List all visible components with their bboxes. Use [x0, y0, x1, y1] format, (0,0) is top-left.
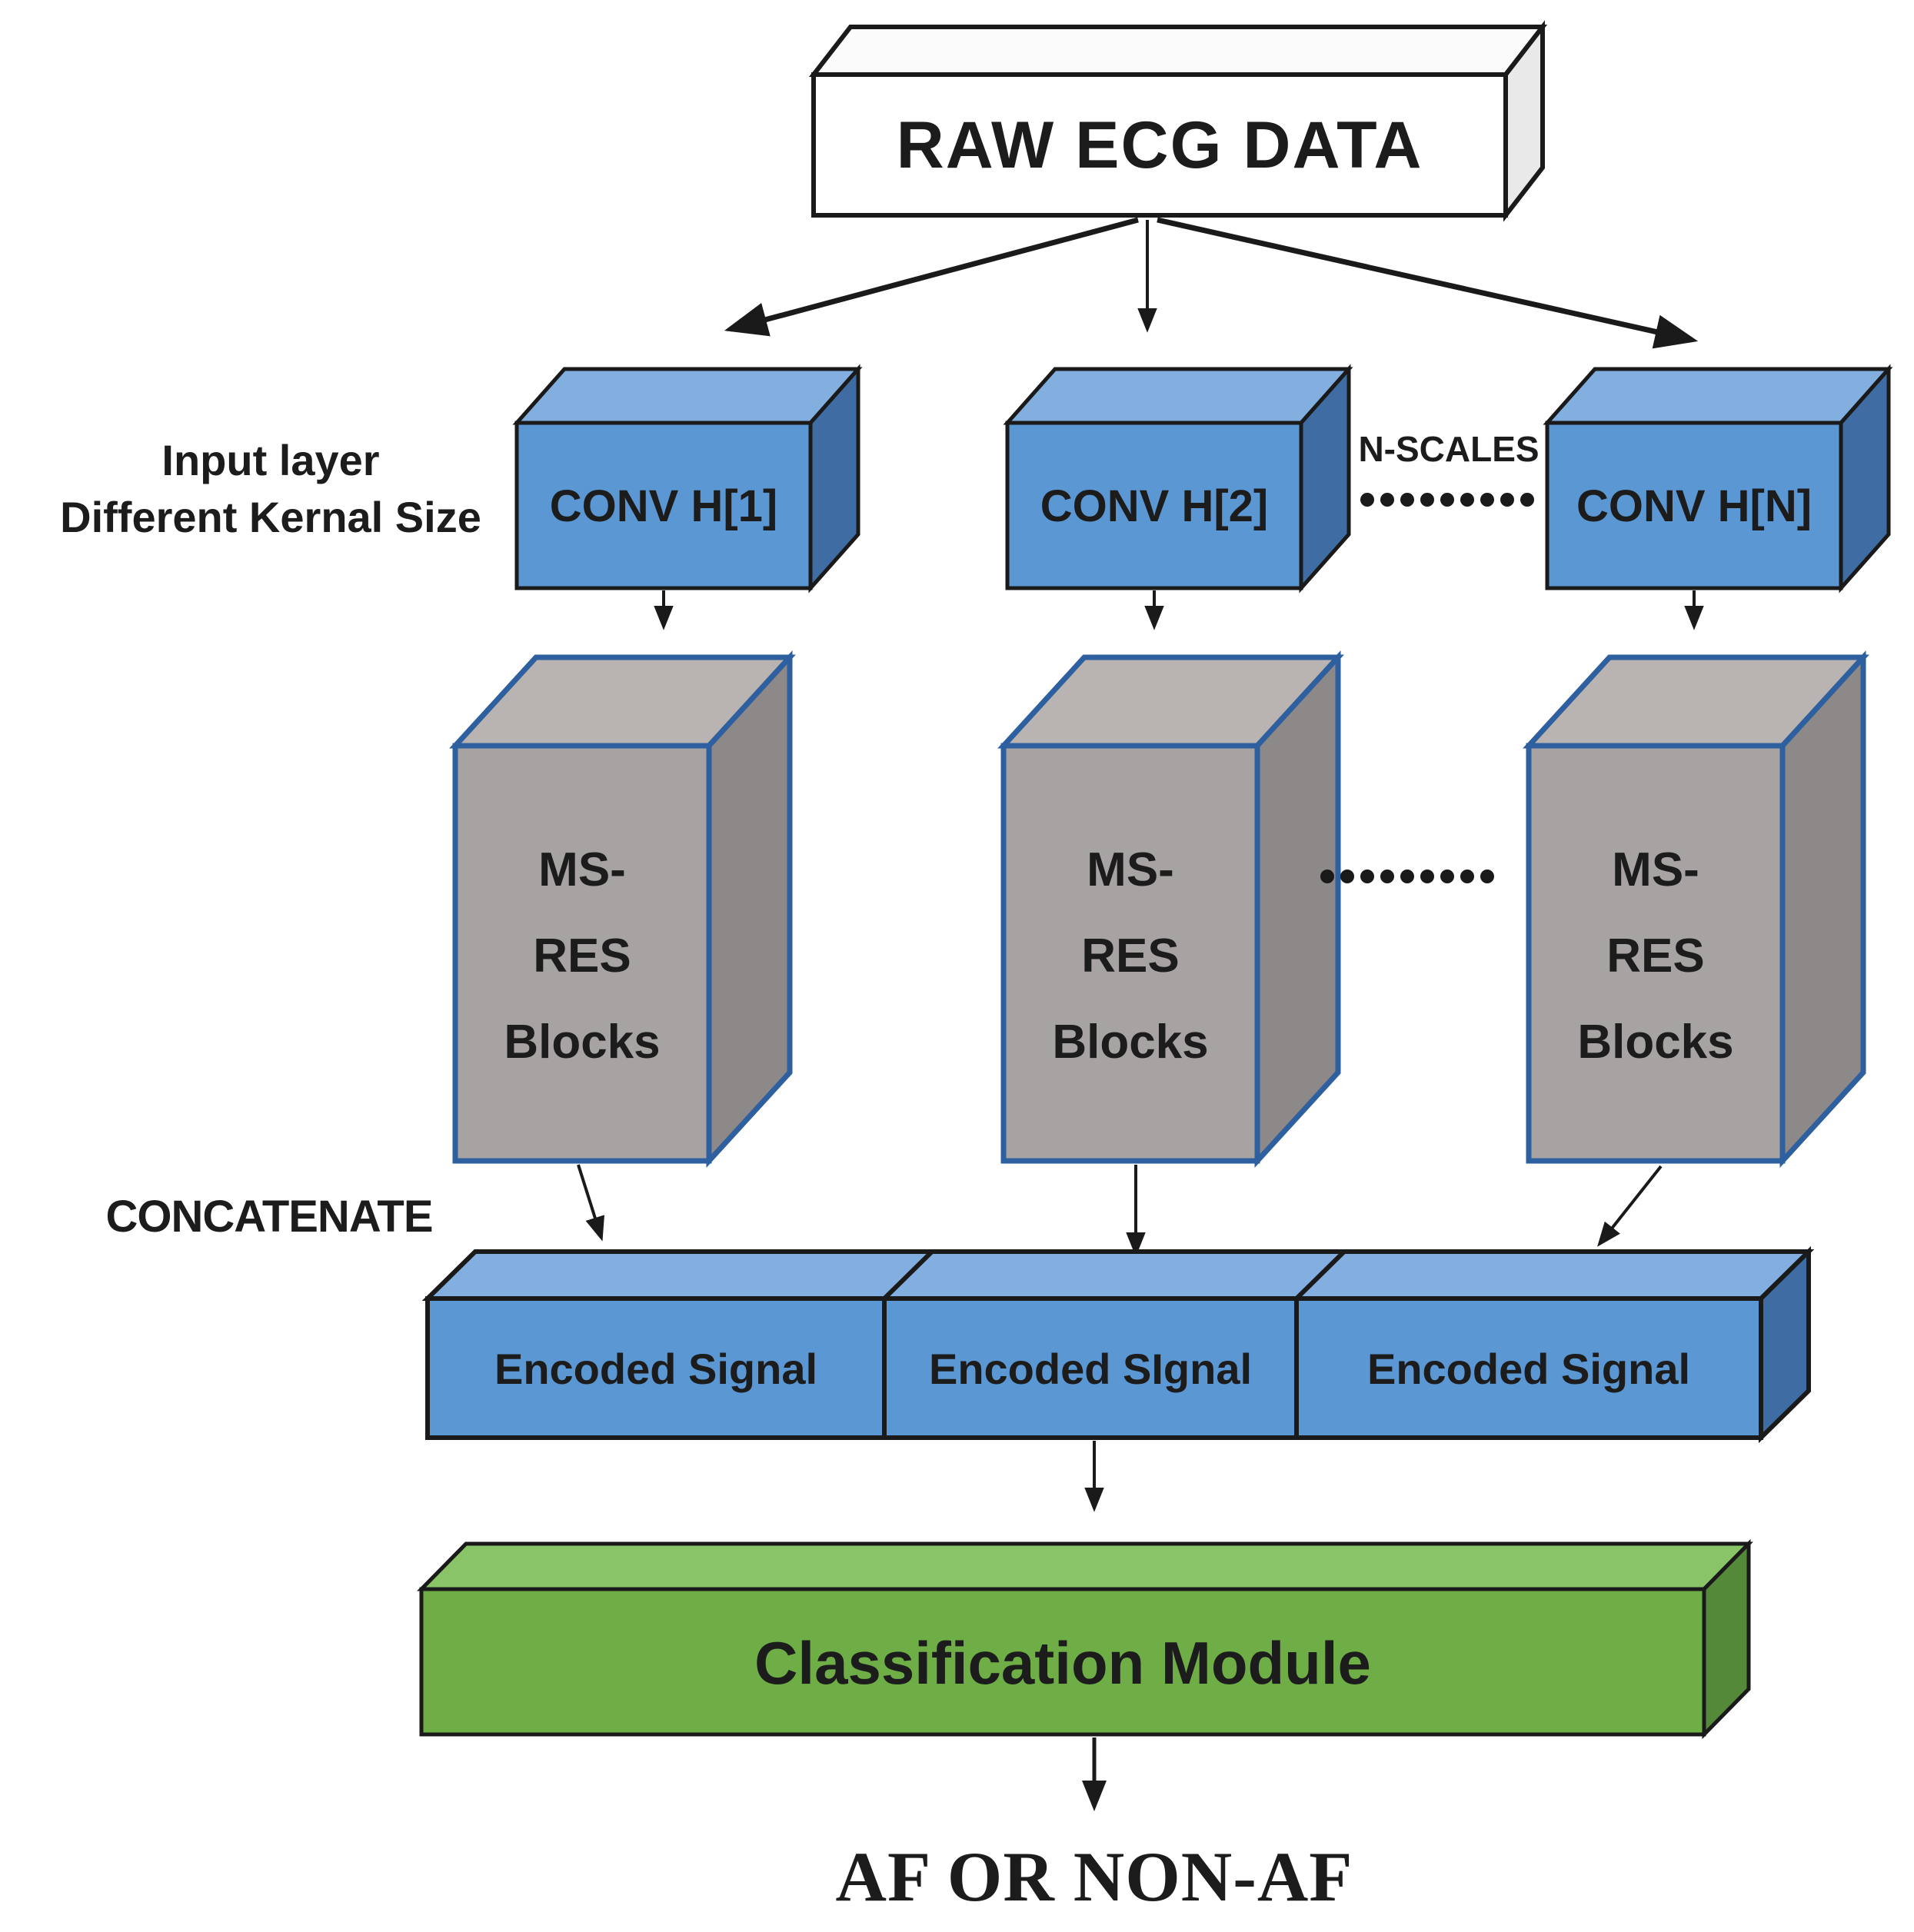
output-label: AF OR NON-AF	[836, 1837, 1353, 1916]
conv1-label: CONV H[1]	[550, 481, 777, 531]
dot	[1360, 493, 1374, 507]
n-scales-label: N-SCALES	[1358, 429, 1539, 469]
classification-top-face	[417, 1541, 1753, 1591]
conv-ellipsis-dots	[1360, 493, 1534, 507]
arrow-raw-to-convN	[1157, 217, 1699, 349]
encoded-segment-2-label: Encoded SIgnal	[929, 1345, 1252, 1393]
dot	[1420, 870, 1434, 883]
raw-ecg-data-box: RAW ECG DATA	[808, 20, 1548, 222]
dot	[1460, 870, 1474, 883]
input-layer-annotation: Input layer Different Kernal Size	[60, 436, 481, 541]
encoded-segment-3-label: Encoded Signal	[1367, 1345, 1690, 1393]
raw-box-top-face	[808, 25, 1548, 77]
raw-box-front-face	[811, 72, 1508, 218]
dot	[1480, 493, 1494, 507]
dot	[1420, 493, 1434, 507]
bar-divider-2-top	[1294, 1249, 1346, 1301]
msres1-side-face	[706, 650, 793, 1169]
bar-top-face	[421, 1249, 1815, 1301]
dot	[1400, 493, 1414, 507]
conv1-front-face	[514, 421, 813, 590]
dot	[1500, 493, 1514, 507]
classification-module-box: Classification Module	[417, 1538, 1753, 1740]
n-scales-annotation: N-SCALES	[1358, 429, 1540, 507]
msres1-label-line2: RES	[533, 929, 631, 983]
dot	[1520, 493, 1534, 507]
input-layer-label-line2: Different Kernal Size	[60, 493, 481, 541]
dot	[1380, 493, 1394, 507]
conv-box-1: CONV H[1]	[512, 364, 863, 594]
dot	[1340, 870, 1354, 883]
dot	[1380, 870, 1394, 883]
dot	[1440, 870, 1454, 883]
msres3-label-line3: Blocks	[1577, 1016, 1733, 1069]
msres2-label-line2: RES	[1081, 929, 1179, 983]
dot	[1480, 870, 1494, 883]
dot	[1360, 870, 1374, 883]
input-layer-label-line1: Input layer	[161, 436, 379, 484]
msres-to-bar-arrows	[577, 1164, 1663, 1257]
arrow-msres3-to-bar	[1597, 1165, 1663, 1247]
conv-box-n: CONV H[N]	[1543, 364, 1893, 594]
conv2-top-face	[1003, 367, 1353, 425]
encoded-signal-bar: Encoded Signal Encoded SIgnal Encoded Si…	[421, 1245, 1815, 1444]
msres2-front-face	[1000, 743, 1260, 1164]
msres3-label-line1: MS-	[1612, 843, 1699, 896]
arrow-msres1-to-bar	[577, 1164, 605, 1242]
msres3-label-line2: RES	[1606, 929, 1704, 983]
conv-to-msres-arrows	[654, 590, 1704, 630]
msres-block-1: MS- RES Blocks	[449, 650, 796, 1169]
arrow-raw-to-conv1	[724, 217, 1139, 337]
msres-block-2: MS- RES Blocks	[997, 650, 1344, 1169]
msres2-side-face	[1254, 650, 1341, 1169]
convN-label: CONV H[N]	[1576, 481, 1812, 531]
msres2-label-line1: MS-	[1087, 843, 1174, 896]
conv2-label: CONV H[2]	[1040, 481, 1268, 531]
bar-divider-1-top	[882, 1249, 934, 1301]
conv-box-2: CONV H[2]	[1003, 364, 1353, 594]
msres1-label-line1: MS-	[538, 843, 626, 896]
dot	[1440, 493, 1454, 507]
fan-arrows	[724, 217, 1699, 349]
classification-front-face	[419, 1587, 1706, 1737]
msres2-label-line3: Blocks	[1052, 1016, 1208, 1069]
dot	[1400, 870, 1414, 883]
encoded-segment-1-label: Encoded Signal	[494, 1345, 817, 1393]
msres1-front-face	[452, 743, 712, 1164]
msres3-side-face	[1779, 650, 1866, 1169]
classification-label: Classification Module	[754, 1629, 1371, 1697]
msres-block-3: MS- RES Blocks	[1523, 650, 1869, 1169]
bar-front-face	[425, 1296, 1763, 1440]
msres1-label-line3: Blocks	[504, 1016, 660, 1069]
concatenate-label: CONCATENATE	[105, 1192, 432, 1242]
raw-ecg-data-label: RAW ECG DATA	[897, 108, 1423, 182]
dot	[1460, 493, 1474, 507]
convN-top-face	[1543, 367, 1893, 425]
msres3-front-face	[1526, 743, 1786, 1164]
dot	[1320, 870, 1334, 883]
convN-front-face	[1545, 421, 1843, 590]
msres-ellipsis-dots	[1320, 870, 1494, 883]
conv2-front-face	[1005, 421, 1303, 590]
conv1-top-face	[512, 367, 863, 425]
